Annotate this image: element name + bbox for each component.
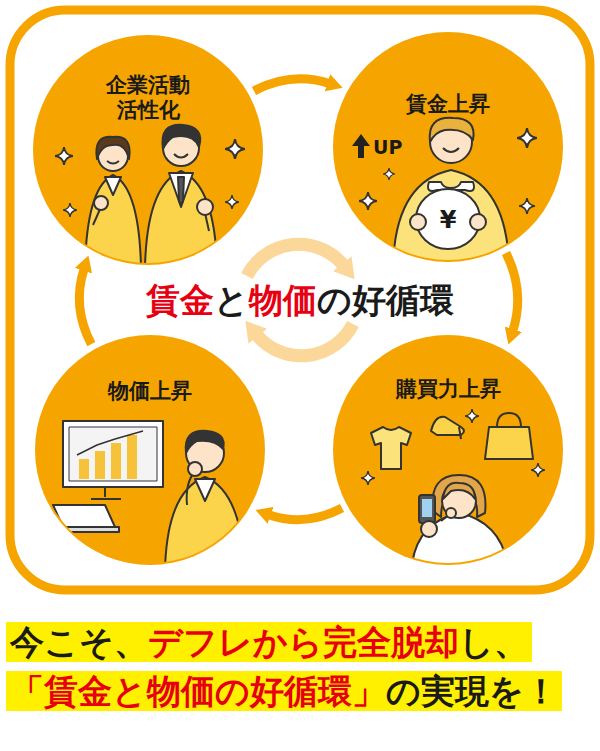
red-text: 賃金 xyxy=(146,280,214,320)
circle-shape xyxy=(35,335,265,565)
circle-shape xyxy=(333,335,563,565)
illustration xyxy=(49,421,245,565)
caption-block: 今こそ、デフレから完全脱却し、 「賃金と物価の好循環」の実現を！ xyxy=(6,618,596,717)
red-text: 物価 xyxy=(249,280,317,320)
cycle-arrow-bottom xyxy=(256,324,353,356)
up-label: UP xyxy=(373,136,402,159)
yen-symbol: ¥ xyxy=(440,206,457,235)
cycle-circle: 物価上昇 xyxy=(35,335,265,565)
cycle-arrow xyxy=(79,269,91,344)
node-label: 企業活動 活性化 xyxy=(92,73,204,123)
illustration xyxy=(352,118,537,262)
illustration xyxy=(361,409,545,565)
caption-text: 今こそ、デフレから完全脱却し、 「賃金と物価の好循環」の実現を！ xyxy=(6,622,562,711)
red-text: 「賃金と物価の好循環」 xyxy=(10,671,386,711)
node-label: 購買力上昇 xyxy=(368,377,528,402)
cycle-circle: 企業活動 活性化 xyxy=(33,35,263,265)
cycle-arrow xyxy=(506,253,518,331)
cycle-arrow xyxy=(254,79,329,91)
node-label: 物価上昇 xyxy=(75,379,225,404)
illustration xyxy=(55,125,245,265)
cycle-arrow-top xyxy=(247,244,344,276)
circle-shape xyxy=(33,35,263,265)
center-title: 賃金と物価の好循環 xyxy=(140,279,460,322)
node-label: 賃金上昇 xyxy=(373,92,523,117)
outer-frame xyxy=(10,10,590,590)
cycle-circle: 購買力上昇 xyxy=(333,335,563,565)
red-text: デフレから完全脱却 xyxy=(148,622,459,662)
cycle-arrow xyxy=(269,508,342,520)
